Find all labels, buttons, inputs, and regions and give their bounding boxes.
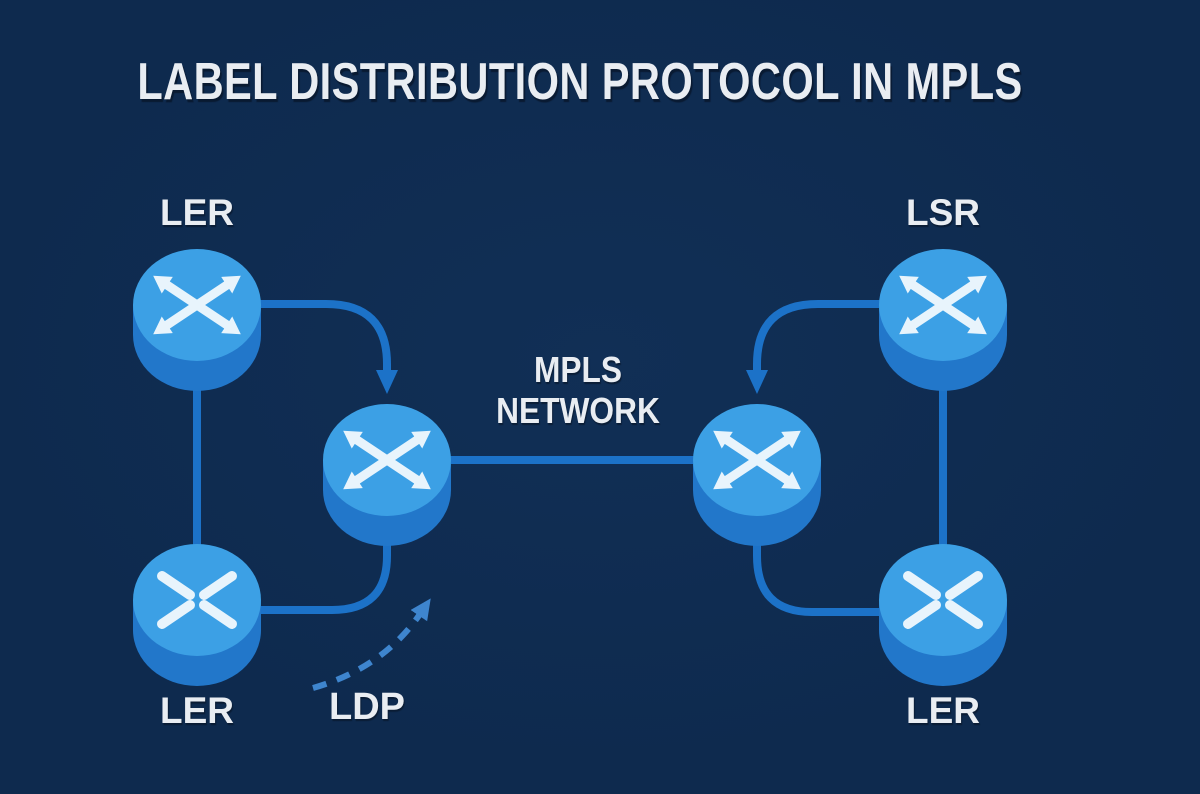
x-icon	[157, 571, 237, 629]
label-ler-bottom-right: LER	[906, 690, 980, 731]
label-ler-bottom-left: LER	[160, 690, 234, 731]
x-icon	[903, 571, 983, 629]
router-ler-bottom-right	[879, 544, 1007, 686]
edge-ler-bottom-left-to-core-left	[232, 480, 391, 614]
label-ldp: LDP	[329, 686, 405, 728]
router-ler-bottom-left	[133, 544, 261, 686]
edge-ler-bottom-right-to-core-right	[753, 480, 912, 616]
ldp-dashed-arrow	[312, 598, 431, 691]
router-ler-top-left	[133, 249, 261, 391]
crossed-arrows-icon	[153, 275, 241, 335]
router-core-left	[323, 404, 451, 546]
crossed-arrows-icon	[899, 275, 987, 335]
label-mpls-network: MPLS NETWORK	[496, 349, 660, 431]
crossed-arrows-icon	[343, 430, 431, 490]
router-lsr-top-right	[879, 249, 1007, 391]
router-core-right	[693, 404, 821, 546]
label-ler-top-left: LER	[160, 192, 234, 233]
crossed-arrows-icon	[713, 430, 801, 490]
arrow-lsr-to-core-right	[746, 300, 910, 394]
arrow-ler-top-left-to-core-left	[230, 300, 398, 394]
page-title: LABEL DISTRIBUTION PROTOCOL IN MPLS	[137, 53, 1023, 111]
label-lsr-top-right: LSR	[906, 192, 980, 233]
